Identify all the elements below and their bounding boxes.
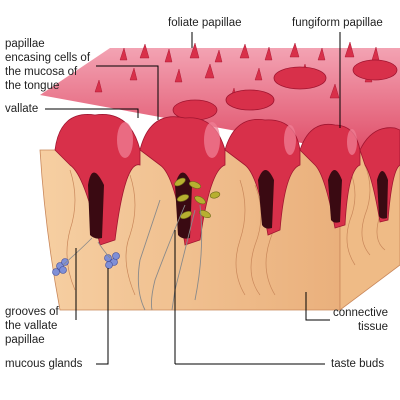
encasing-cells-label: papillae encasing cells of the mucosa of… <box>5 38 91 92</box>
taste-buds-label: taste buds <box>331 358 385 370</box>
vallate-label: vallate <box>5 103 39 115</box>
leader-lines <box>45 32 341 365</box>
connective-tissue-label: connective tissue <box>333 307 388 333</box>
papilla-highlights <box>117 122 357 158</box>
grooves-label: grooves of the vallate papillae <box>5 306 59 346</box>
fungiform-papillae-label: fungiform papillae <box>292 17 383 29</box>
mucous-glands <box>52 252 120 276</box>
foliate-papillae-label: foliate papillae <box>168 17 242 29</box>
gland-ducts <box>62 237 111 266</box>
mucous-glands-label: mucous glands <box>5 358 83 370</box>
fungiform-domes <box>172 59 398 121</box>
taste-buds <box>174 177 221 220</box>
